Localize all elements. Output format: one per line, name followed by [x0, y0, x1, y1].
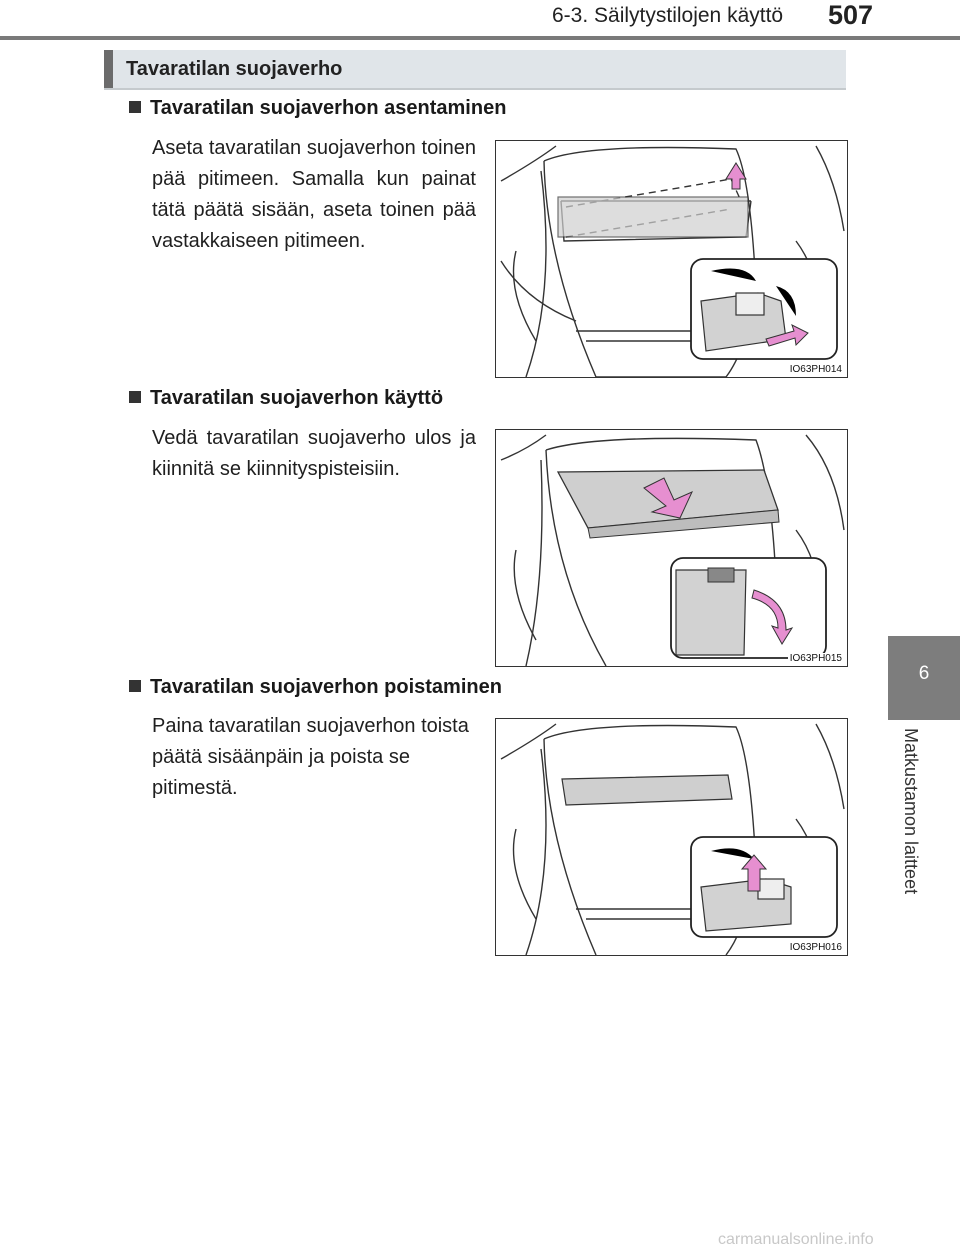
bullet-square-icon — [129, 391, 141, 403]
paragraph-use: Vedä tavaratilan suojaverho ulos ja kiin… — [152, 427, 476, 480]
paragraph-remove: Paina tavaratilan suojaverhon toista pää… — [152, 715, 469, 799]
subsection-heading-text: Tavaratilan suojaverhon asentaminen — [150, 97, 507, 119]
tonneau-cover-use-illustration — [500, 434, 845, 666]
chapter-tab[interactable]: 6 — [888, 636, 960, 720]
section-header: Tavaratilan suojaverho — [104, 50, 846, 90]
page-number: 507 — [828, 0, 874, 30]
figure-install: IO63PH014 — [495, 140, 848, 378]
paragraph-install: Aseta tavaratilan suojaverhon toinen pää… — [152, 137, 476, 252]
bullet-square-icon — [129, 680, 141, 692]
subsection-heading-use: Tavaratilan suojaverhon käyttö — [129, 387, 443, 410]
figure-code: IO63PH015 — [787, 653, 844, 664]
chapter-title-vertical: Matkustamon laitteet — [890, 728, 958, 928]
figure-remove: IO63PH016 — [495, 718, 848, 956]
bullet-square-icon — [129, 101, 141, 113]
tonneau-cover-install-illustration — [500, 145, 845, 377]
header-section-title: 6-3. Säilytystilojen käyttö — [552, 4, 784, 27]
subsection-heading-install: Tavaratilan suojaverhon asentaminen — [129, 97, 506, 120]
subsection-heading-text: Tavaratilan suojaverhon käyttö — [150, 387, 444, 409]
chapter-title: Matkustamon laitteet — [901, 728, 921, 895]
footer-watermark: carmanualsonline.info — [718, 1231, 874, 1248]
figure-code: IO63PH016 — [787, 942, 844, 953]
figure-use: IO63PH015 — [495, 429, 848, 667]
chapter-number: 6 — [918, 663, 930, 684]
subsection-heading-text: Tavaratilan suojaverhon poistaminen — [150, 676, 502, 698]
header-rule — [0, 36, 960, 40]
subsection-heading-remove: Tavaratilan suojaverhon poistaminen — [129, 676, 502, 699]
section-header-bar — [104, 50, 113, 88]
tonneau-cover-remove-illustration — [500, 723, 845, 955]
section-title: Tavaratilan suojaverho — [126, 58, 343, 80]
figure-code: IO63PH014 — [787, 364, 844, 375]
